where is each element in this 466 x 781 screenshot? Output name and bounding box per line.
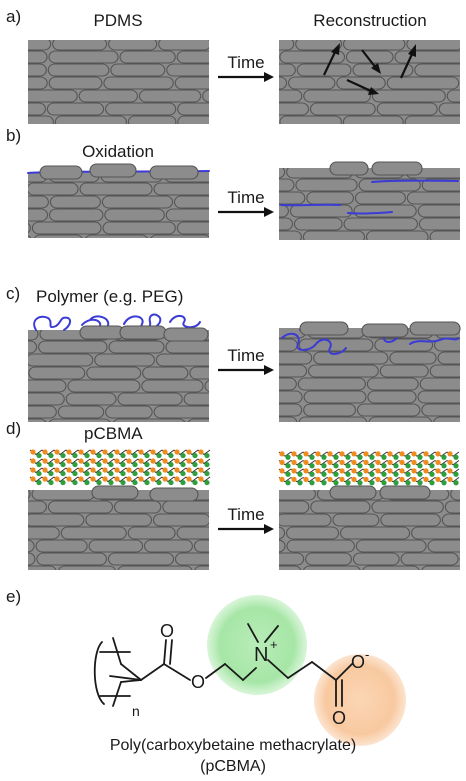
atom-carboxylate-oxygen: O: [351, 652, 365, 672]
panel-c-title: Polymer (e.g. PEG): [36, 287, 183, 306]
time-label-b: Time: [227, 188, 264, 207]
pcbma-skeletal-structure: [93, 623, 353, 707]
atom-ester-oxygen: O: [191, 672, 205, 692]
buried-oxidized-segments: [280, 179, 459, 215]
time-arrow-a: Time: [218, 53, 274, 82]
time-label-c: Time: [227, 346, 264, 365]
panel-c: c) Polymer (e.g. PEG) Time: [6, 284, 461, 422]
time-label-a: Time: [227, 53, 264, 72]
panel-b: b) Oxidation Time: [6, 126, 460, 240]
time-arrow-d: Time: [218, 505, 274, 534]
pcbma-substrate-after: [279, 490, 460, 570]
panel-a-label: a): [6, 7, 21, 26]
pdms-substrate-before: [28, 40, 209, 124]
structure-caption-abbrev: (pCBMA): [200, 758, 266, 775]
panel-a: a) PDMS Reconstruction Time: [6, 7, 460, 124]
peg-substrate-after: [279, 328, 460, 422]
panel-d: d) pCBMA Time: [6, 419, 460, 570]
panel-c-label: c): [6, 284, 20, 303]
atom-positive-charge: +: [270, 637, 278, 652]
atom-carboxyl-oxygen: O: [332, 708, 346, 728]
oxidized-substrate-before: [28, 172, 209, 238]
atom-negative-charge: -: [365, 647, 369, 662]
structure-caption-name: Poly(carboxybetaine methacrylate): [110, 737, 356, 754]
panel-a-title: PDMS: [93, 11, 142, 30]
panel-d-title: pCBMA: [84, 424, 143, 443]
panel-d-label: d): [6, 419, 21, 438]
peg-substrate-before: [28, 330, 209, 422]
panel-a-title-after: Reconstruction: [313, 11, 426, 30]
pdms-substrate-after: [279, 40, 460, 124]
time-label-d: Time: [227, 505, 264, 524]
panel-e-label: e): [6, 587, 21, 606]
reconstruction-arrows: [323, 43, 416, 95]
panel-b-label: b): [6, 126, 21, 145]
pcbma-substrate-before: [28, 490, 209, 570]
time-arrow-b: Time: [218, 188, 274, 217]
repeat-unit-n: n: [132, 703, 140, 719]
panel-e: e): [6, 587, 406, 775]
pcbma-brush-before: [29, 449, 211, 486]
atom-quaternary-nitrogen: N: [254, 644, 268, 666]
time-arrow-c: Time: [218, 346, 274, 375]
pcbma-brush-after: [278, 451, 460, 486]
panel-b-title: Oxidation: [82, 142, 154, 161]
carboxylate-highlight: [314, 654, 406, 746]
atom-carbonyl-oxygen: O: [160, 621, 174, 641]
